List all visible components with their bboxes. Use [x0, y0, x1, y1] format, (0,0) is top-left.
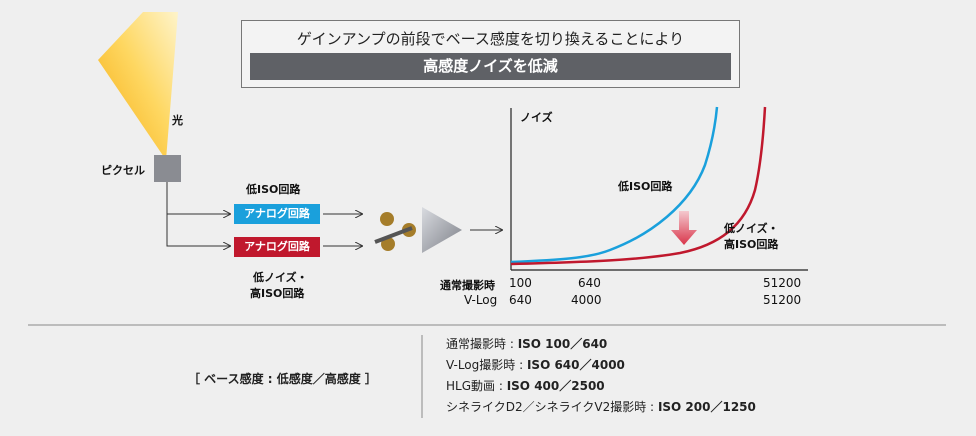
analog-circuit-low-iso: アナログ回路	[234, 204, 320, 224]
legend-row-value: ISO 100／640	[517, 337, 608, 351]
branch-line	[166, 182, 230, 246]
switch-lever	[374, 226, 413, 244]
row1-tick: 100	[509, 276, 532, 290]
legend-row-value: ISO 400／2500	[506, 379, 605, 393]
title-subtitle: ゲインアンプの前段でベース感度を切り換えることにより	[296, 30, 685, 48]
pixel-label: ピクセル	[101, 164, 145, 177]
legend-row: HLG動画 : ISO 400／2500	[446, 377, 605, 394]
switch-contact-top	[380, 212, 394, 226]
row1-label: 通常撮影時	[440, 279, 495, 292]
series-label-low-iso: 低ISO回路	[618, 180, 673, 193]
low-iso-label: 低ISO回路	[246, 183, 301, 196]
title-banner: 高感度ノイズを低減	[250, 53, 731, 80]
light-beam	[98, 12, 178, 160]
row1-tick: 51200	[763, 276, 802, 290]
series-label-high-iso-line2: 高ISO回路	[724, 238, 779, 251]
pixel-square	[154, 155, 181, 182]
row1-tick: 640	[578, 276, 601, 290]
legend-row-value: ISO 640／4000	[526, 358, 625, 372]
reduction-arrow	[671, 211, 697, 245]
amplifier-triangle	[422, 207, 462, 253]
row2-tick: 51200	[763, 293, 802, 307]
curve-low-noise-high-iso	[510, 106, 767, 266]
legend-row: 通常撮影時 : ISO 100／640	[446, 335, 607, 352]
light-label: 光	[172, 114, 183, 127]
row2-label: V-Log	[464, 293, 498, 307]
low-noise-label-line2: 高ISO回路	[250, 287, 305, 300]
legend-row: V-Log撮影時 : ISO 640／4000	[446, 356, 625, 373]
analog-circuit-high-iso: アナログ回路	[234, 237, 320, 257]
legend-row-label: HLG動画 :	[446, 379, 503, 393]
series-label-high-iso-line1: 低ノイズ・	[724, 222, 779, 235]
title-box: ゲインアンプの前段でベース感度を切り換えることにより 高感度ノイズを低減	[241, 20, 740, 88]
legend-row-label: 通常撮影時 :	[446, 337, 514, 351]
legend-row-label: V-Log撮影時 :	[446, 358, 524, 372]
row2-tick: 640	[509, 293, 532, 307]
legend-row-value: ISO 200／1250	[657, 400, 756, 414]
curve-low-iso	[510, 106, 719, 264]
base-sensitivity-label: ［ ベース感度 : 低感度／高感度 ］	[188, 372, 377, 386]
y-axis-label: ノイズ	[520, 111, 553, 124]
row2-tick: 4000	[571, 293, 602, 307]
legend-row: シネライクD2／シネライクV2撮影時 : ISO 200／1250	[446, 398, 756, 415]
low-noise-label-line1: 低ノイズ・	[253, 271, 308, 284]
legend-row-label: シネライクD2／シネライクV2撮影時 :	[446, 400, 655, 414]
